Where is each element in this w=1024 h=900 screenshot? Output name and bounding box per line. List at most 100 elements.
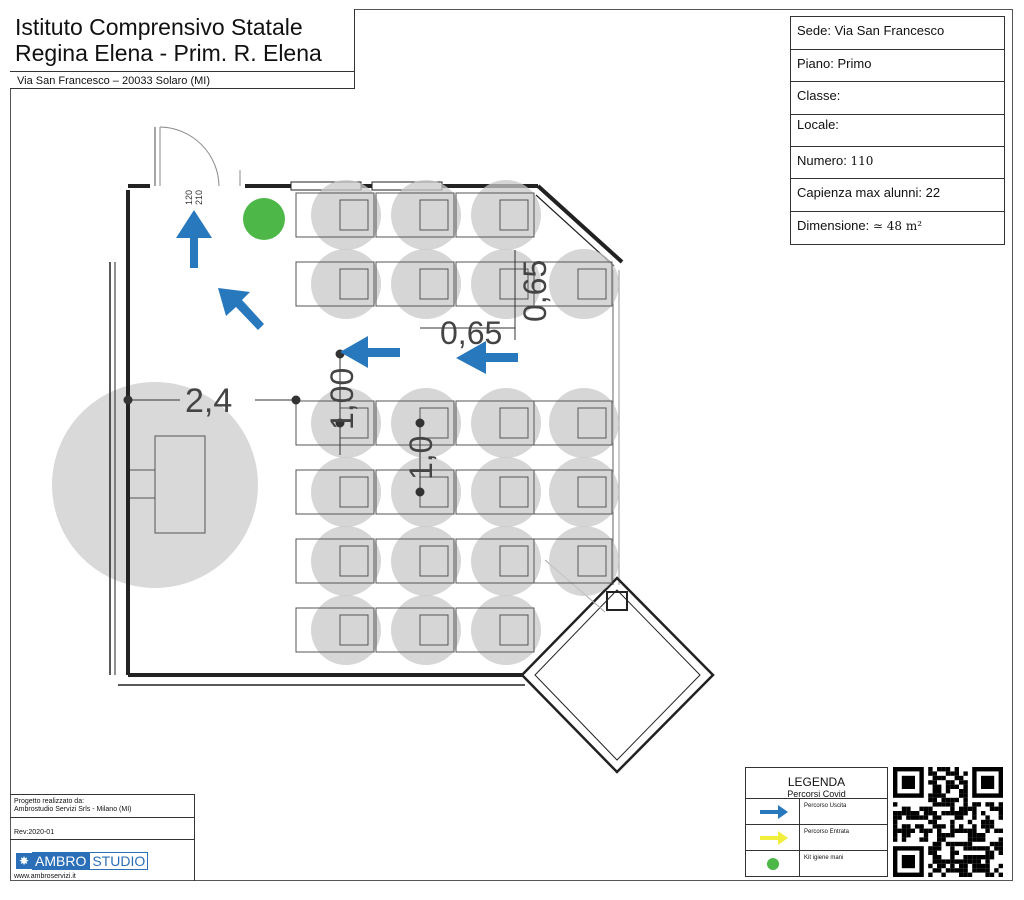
- qr-module: [985, 828, 990, 833]
- seat-distance-circle: [549, 388, 619, 458]
- qr-module: [963, 872, 968, 877]
- qr-module: [928, 806, 933, 811]
- qr-module: [998, 811, 1003, 816]
- qr-module: [981, 833, 986, 838]
- qr-module: [985, 846, 990, 851]
- qr-module: [950, 819, 955, 825]
- seat-distance-circle: [549, 249, 619, 319]
- qr-code[interactable]: [891, 767, 1005, 877]
- door-height-label: 210: [194, 190, 204, 205]
- logo-star-icon: ✸: [16, 853, 32, 869]
- qr-module: [915, 811, 920, 816]
- qr-module: [976, 855, 981, 860]
- qr-module: [959, 811, 964, 816]
- info-numero: Numero: 110: [791, 147, 1004, 179]
- qr-module: [972, 859, 977, 864]
- student-desk: [533, 261, 613, 307]
- qr-module: [932, 784, 937, 789]
- legend-row-exit: Percorso Uscita: [746, 798, 887, 825]
- qr-module: [937, 784, 942, 789]
- qr-module: [932, 775, 937, 781]
- qr-module: [928, 780, 933, 785]
- qr-finder: [901, 775, 915, 789]
- qr-module: [937, 815, 942, 820]
- qr-module: [893, 815, 898, 820]
- legend-label: Percorso Uscita: [804, 803, 847, 809]
- qr-module: [941, 859, 946, 864]
- qr-module: [967, 859, 973, 864]
- qr-module: [998, 802, 1003, 807]
- student-chair: [499, 545, 529, 577]
- qr-module: [998, 828, 1003, 833]
- qr-module: [967, 837, 973, 842]
- student-chair: [339, 199, 369, 231]
- qr-module: [945, 789, 951, 794]
- logo-studio: STUDIO: [89, 852, 149, 870]
- qr-module: [932, 789, 937, 794]
- qr-module: [928, 767, 933, 772]
- credits-divider-2: [10, 839, 194, 840]
- seat-distance-circle: [391, 249, 461, 319]
- student-desk: [533, 538, 613, 584]
- exit-arrows: [176, 210, 518, 374]
- qr-module: [919, 815, 924, 820]
- qr-module: [906, 824, 911, 829]
- student-desk: [295, 192, 375, 238]
- qr-module: [919, 824, 924, 829]
- qr-module: [901, 811, 907, 816]
- qr-module: [950, 855, 955, 860]
- qr-module: [932, 824, 937, 829]
- legend-symbol: [746, 851, 800, 877]
- seat-distance-circle: [391, 595, 461, 665]
- qr-module: [950, 824, 955, 829]
- qr-module: [950, 846, 955, 851]
- student-desk: [375, 261, 455, 307]
- seat-distance-circle: [391, 388, 461, 458]
- legend: LEGENDA Percorsi Covid Percorso Uscita P…: [745, 767, 888, 877]
- student-desk: [455, 192, 535, 238]
- qr-module: [928, 850, 933, 855]
- credits-company: Ambrostudio Servizi Srls - Milano (MI): [14, 806, 132, 813]
- qr-module: [989, 841, 995, 847]
- school-name: Istituto Comprensivo Statale: [15, 14, 303, 40]
- title-divider: [10, 71, 354, 72]
- student-chair: [577, 476, 607, 508]
- qr-module: [950, 806, 955, 811]
- student-chair: [577, 407, 607, 439]
- qr-module: [963, 802, 968, 807]
- qr-module: [989, 850, 995, 855]
- ambrostudio-logo: ✸ AMBRO STUDIO: [16, 852, 149, 870]
- qr-module: [976, 837, 981, 842]
- legend-symbol: [746, 825, 800, 851]
- qr-module: [963, 811, 968, 816]
- qr-module: [950, 828, 955, 833]
- qr-module: [959, 815, 964, 820]
- qr-module: [910, 811, 915, 816]
- qr-module: [941, 775, 946, 781]
- qr-module: [989, 802, 995, 807]
- qr-module: [998, 850, 1003, 855]
- qr-module: [901, 833, 907, 838]
- seat-distance-circle: [471, 457, 541, 527]
- qr-module: [972, 811, 977, 816]
- credits-label: Progetto realizzato da:: [14, 798, 85, 805]
- qr-module: [959, 841, 964, 847]
- qr-module: [937, 767, 942, 772]
- student-desk: [295, 538, 375, 584]
- qr-module: [959, 859, 964, 864]
- qr-module: [893, 819, 898, 825]
- qr-module: [985, 850, 990, 855]
- qr-module: [954, 797, 959, 803]
- room-info-table: Sede: Via San Francesco Piano: Primo Cla…: [790, 16, 1005, 245]
- qr-module: [963, 859, 968, 864]
- exit-arrow-diagonal-icon: [218, 288, 264, 330]
- qr-module: [959, 872, 964, 877]
- info-capienza: Capienza max alunni: 22: [791, 179, 1004, 212]
- qr-module: [989, 819, 995, 825]
- qr-finder: [981, 775, 995, 789]
- qr-module: [941, 863, 946, 869]
- credits-divider: [10, 817, 194, 818]
- qr-module: [937, 824, 942, 829]
- qr-module: [972, 828, 977, 833]
